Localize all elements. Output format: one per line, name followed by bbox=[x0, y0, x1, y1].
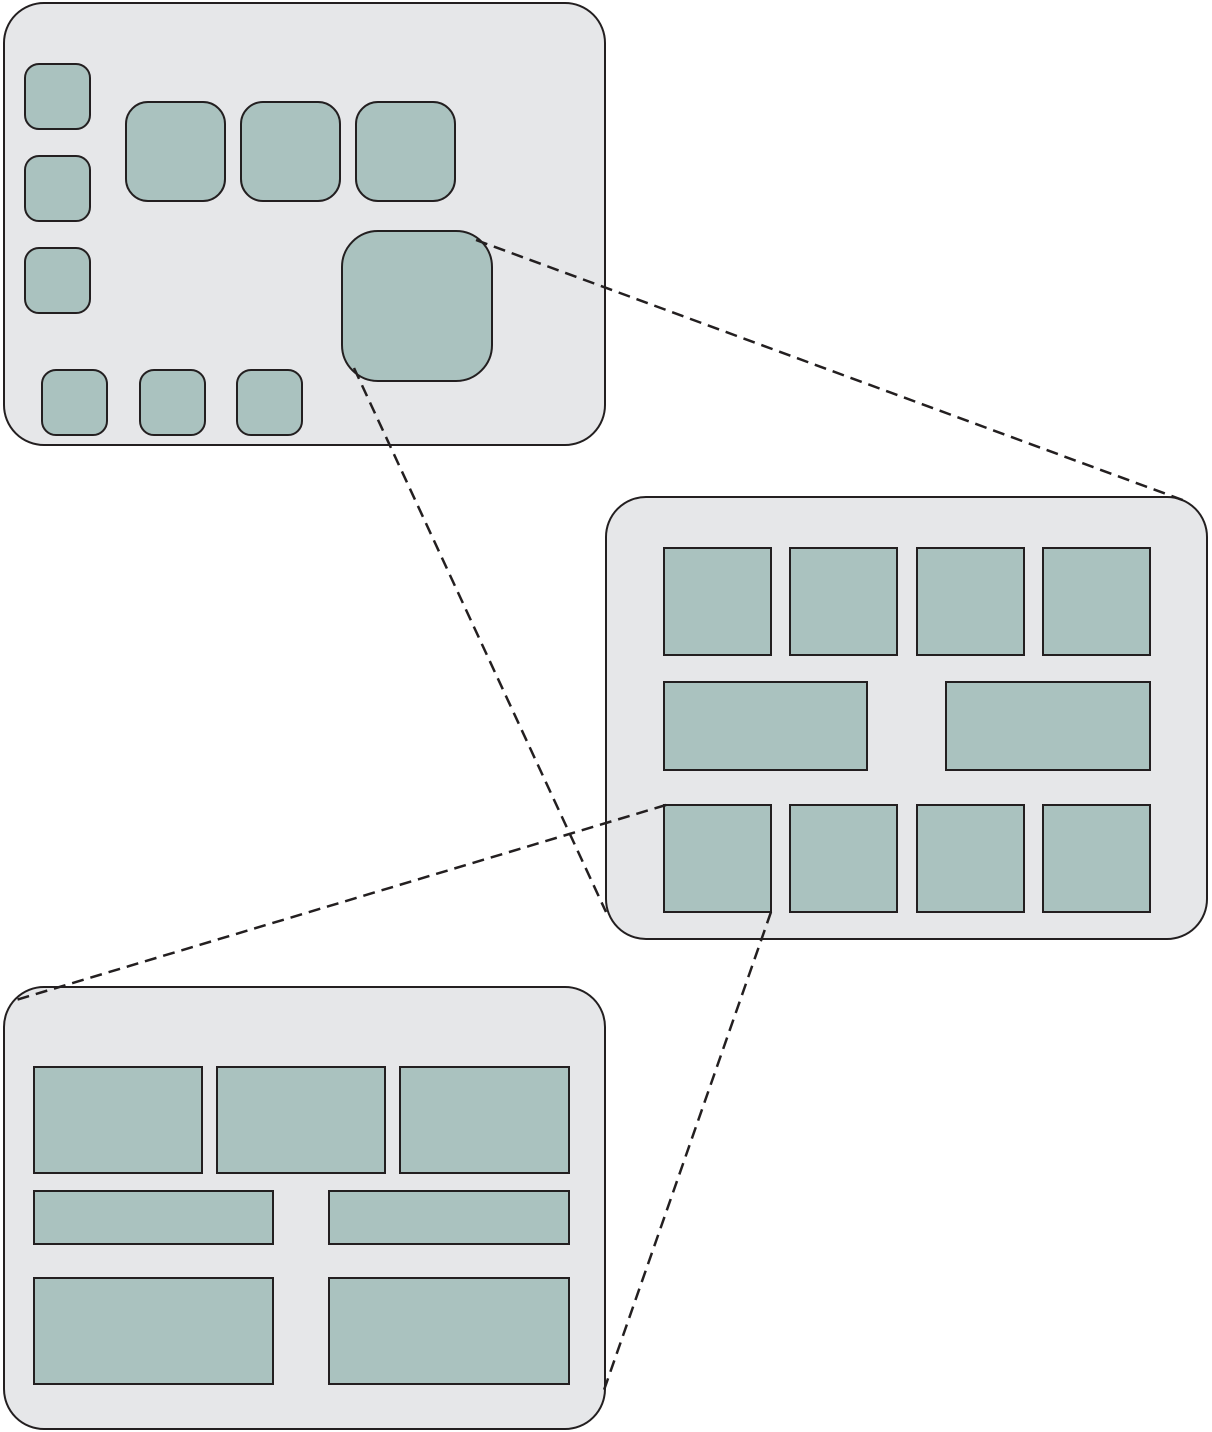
overview-panel bbox=[3, 2, 606, 446]
connector-overview-to-detail-left bbox=[352, 367, 608, 913]
left-column-block-3 bbox=[24, 247, 91, 314]
sub-bottom-cell-right bbox=[328, 1277, 570, 1385]
detail-top-cell-3 bbox=[916, 547, 1025, 656]
bottom-row-block-1 bbox=[41, 369, 108, 436]
detail-bottom-cell-1 bbox=[663, 804, 772, 913]
detail-top-cell-2 bbox=[789, 547, 898, 656]
bottom-row-block-2 bbox=[139, 369, 206, 436]
detail-top-cell-1 bbox=[663, 547, 772, 656]
detail-bottom-cell-2 bbox=[789, 804, 898, 913]
connector-overview-to-detail-top bbox=[475, 238, 1189, 504]
left-column-block-2 bbox=[24, 155, 91, 222]
zoom-connectors bbox=[15, 238, 1189, 1391]
detail-wide-cell-left bbox=[663, 681, 868, 771]
top-row-block-3 bbox=[355, 101, 456, 202]
detail-bottom-cell-3 bbox=[916, 804, 1025, 913]
detail-wide-cell-right bbox=[945, 681, 1151, 771]
sub-top-cell-2 bbox=[216, 1066, 386, 1174]
top-row-block-1 bbox=[125, 101, 226, 202]
detail-bottom-cell-4 bbox=[1042, 804, 1151, 913]
sub-thin-cell-left bbox=[33, 1190, 274, 1245]
sub-bottom-cell-left bbox=[33, 1277, 274, 1385]
sub-top-cell-3 bbox=[399, 1066, 570, 1174]
sub-thin-cell-right bbox=[328, 1190, 570, 1245]
detail-top-cell-4 bbox=[1042, 547, 1151, 656]
connector-detail-to-sub-right bbox=[602, 911, 773, 1391]
detail-panel bbox=[605, 496, 1208, 940]
top-row-block-2 bbox=[240, 101, 341, 202]
sub-detail-panel bbox=[3, 986, 606, 1430]
zoomed-source-block bbox=[341, 230, 493, 382]
left-column-block-1 bbox=[24, 63, 91, 130]
sub-top-cell-1 bbox=[33, 1066, 203, 1174]
bottom-row-block-3 bbox=[236, 369, 303, 436]
connector-detail-to-sub-top bbox=[15, 803, 667, 1002]
